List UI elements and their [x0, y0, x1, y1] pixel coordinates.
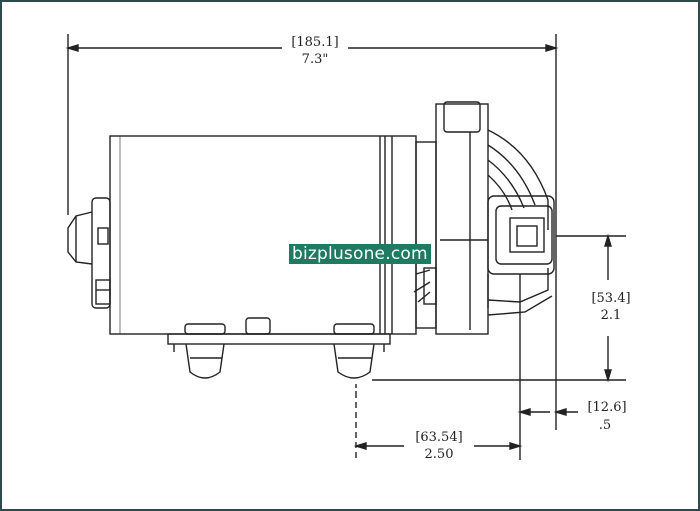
- outlet-port: [487, 195, 555, 308]
- offset-dimension: [517, 300, 578, 460]
- mount-spacing-dimension: [353, 384, 523, 462]
- offset-mm-label: [12.6]: [587, 400, 626, 415]
- height-mm-label: [53.4]: [591, 291, 630, 306]
- length-mm-label: [185.1]: [291, 35, 338, 50]
- watermark-label: bizplusone.com: [289, 244, 431, 264]
- offset-inch-label: .5: [599, 418, 611, 433]
- length-inch-label: 7.3": [302, 52, 329, 67]
- height-inch-label: 2.1: [601, 308, 622, 323]
- rear-terminal: [67, 197, 111, 309]
- spacing-mm-label: [63.54]: [415, 430, 462, 445]
- mounting-base: [167, 317, 391, 379]
- height-dimension: [372, 233, 626, 383]
- motor-body: [109, 135, 417, 335]
- length-dimension: [65, 34, 559, 430]
- spacing-inch-label: 2.50: [425, 447, 454, 462]
